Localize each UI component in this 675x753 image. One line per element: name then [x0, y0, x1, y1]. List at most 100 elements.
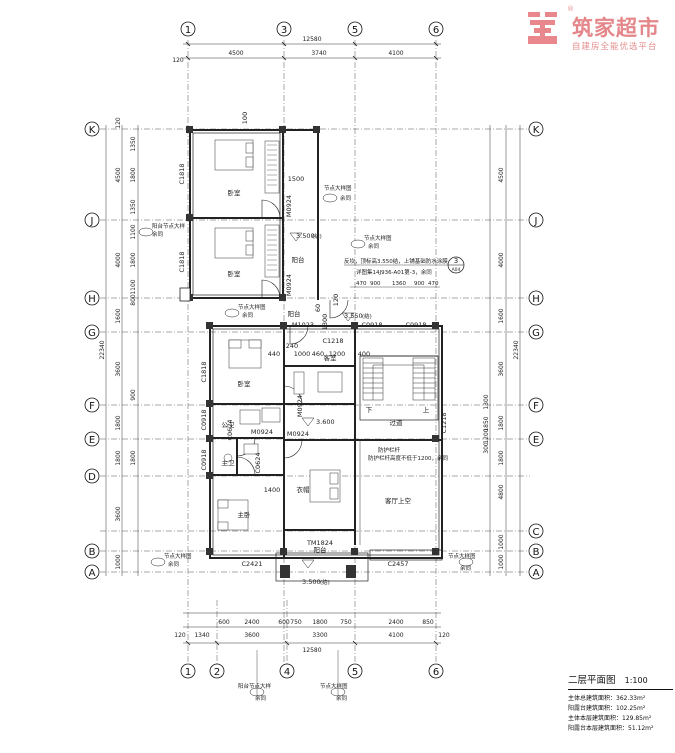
dim-top-3: 3740	[311, 50, 326, 57]
svg-text:(结): (结)	[312, 232, 322, 240]
room-master-bath: 主卫	[222, 458, 236, 467]
svg-text:余同: 余同	[336, 694, 348, 702]
room-closet: 衣帽	[297, 485, 311, 494]
dim-left-inner-1: 1350	[130, 136, 137, 151]
tag-c1818-b: C1818	[178, 251, 186, 272]
tag-c1218-a: C1218	[322, 337, 343, 345]
dim-right-total: 22340	[513, 340, 520, 359]
dim-bot1-3: 3600	[244, 632, 259, 639]
dim-120: 120	[332, 294, 340, 306]
axis-bubble-left-d: D	[84, 468, 100, 484]
dim-1300: 1300	[321, 314, 329, 331]
area-balcony-total: 阳露台建筑面积：102.25m²	[568, 705, 646, 712]
svg-text:J: J	[90, 216, 94, 227]
dim-460: 460	[312, 350, 324, 358]
svg-text:3: 3	[281, 25, 287, 36]
tag-c0624-a: C0624	[226, 419, 234, 440]
svg-text:余同: 余同	[255, 694, 267, 702]
tag-c1818-c: C1818	[200, 361, 208, 382]
axis-bubble-top-6: 6	[428, 21, 444, 37]
dim-left-4: 3600	[115, 361, 122, 376]
room-bedroom-2: 卧室	[228, 269, 242, 278]
dim-bot2-3: 600	[278, 619, 290, 626]
dim-left-inner-4: 1100	[130, 224, 137, 239]
dim-right-6: 1800	[498, 450, 505, 465]
tag-c1218-b: C1218	[440, 412, 448, 433]
staircase	[359, 357, 436, 545]
dim-left-total: 22340	[99, 340, 106, 359]
tag-c0624-b: C0624	[254, 452, 262, 473]
dim-right-3: 1600	[498, 308, 505, 323]
svg-text:3: 3	[454, 257, 458, 265]
area-balcony-floor: 阳露台本层建筑面积：51.12m²	[568, 725, 654, 732]
dim-top-2: 4500	[228, 50, 243, 57]
callout-node-4: 节点大样图 余同	[224, 303, 266, 319]
room-lounge: 客室	[324, 353, 338, 362]
dim-bot2-4: 750	[290, 619, 302, 626]
svg-text:E: E	[89, 435, 95, 446]
svg-text:(结): (结)	[320, 578, 330, 586]
svg-text:余同: 余同	[340, 194, 352, 202]
tag-m0924-a: M0924	[285, 195, 293, 217]
callout-node-7: 阳台节点大样 余同	[238, 682, 272, 702]
dim-bot2-6: 750	[340, 619, 352, 626]
dim-1400: 1400	[264, 486, 281, 494]
dim-left-1: 4500	[115, 167, 122, 182]
axis-bubble-top-1: 1	[180, 21, 196, 37]
svg-text:节点大样图: 节点大样图	[320, 682, 348, 690]
dim-bot2-2: 2400	[244, 619, 259, 626]
room-terrace-1: 阳台	[292, 255, 305, 264]
axis-bubble-top-5: 5	[347, 21, 363, 37]
svg-text:阳台节点大样: 阳台节点大样	[238, 682, 272, 690]
svg-text:E: E	[533, 435, 539, 446]
tag-c1818-a: C1818	[178, 163, 186, 184]
stair-up: 上	[423, 405, 430, 414]
svg-text:1: 1	[185, 667, 191, 678]
tag-tm1824: TM1824	[306, 539, 333, 547]
dim-left-inner-9: 900	[130, 389, 137, 401]
svg-text:A: A	[533, 568, 540, 579]
dim-top-1: 120	[172, 57, 184, 64]
dim-right-5: 1800	[498, 415, 505, 430]
room-bedroom-3: 卧室	[238, 379, 252, 388]
svg-text:(结): (结)	[362, 312, 372, 320]
dim-bot1-2: 1340	[194, 632, 209, 639]
level-mark-1: 3.500 (结)	[289, 232, 322, 242]
dimension-lines	[105, 43, 521, 644]
axis-bubble-bottom-6: 6	[428, 663, 444, 679]
tag-m0924-e: M0924	[287, 430, 309, 438]
axis-bubble-bottom-5: 5	[347, 663, 363, 679]
dim-left-7: 3600	[115, 506, 122, 521]
svg-text:6: 6	[433, 25, 439, 36]
dim-bot1-1: 120	[174, 632, 186, 639]
svg-text:A04: A04	[452, 267, 461, 273]
svg-text:余同: 余同	[152, 230, 164, 238]
svg-text:H: H	[532, 294, 540, 305]
dim-240: 240	[286, 342, 298, 350]
axis-bubble-right-j: J	[528, 212, 544, 228]
room-terrace-2: 阳台	[288, 309, 301, 318]
dim-left-2: 4000	[115, 252, 122, 267]
title-block: 二层平面图 1:100 主体总建筑面积：362.33m² 阳露台建筑面积：102…	[568, 668, 673, 734]
svg-text:K: K	[89, 125, 96, 136]
axis-bubble-right-h: H	[528, 290, 544, 306]
wardrobe-hatch	[267, 144, 277, 271]
axis-bubble-left-j: J	[84, 212, 100, 228]
tag-c0918-a: C0918	[361, 321, 382, 329]
dim-100: 100	[241, 112, 249, 124]
room-terrace-3: 阳台	[314, 545, 327, 554]
tag-m0924-b: M0924	[285, 274, 293, 296]
dim-bot2-5: 1800	[312, 619, 327, 626]
svg-text:余同: 余同	[368, 242, 380, 250]
svg-text:阳台节点大样: 阳台节点大样	[152, 222, 186, 230]
axis-bubble-left-h: H	[84, 290, 100, 306]
room-public-bath: 公卫	[222, 421, 236, 429]
note-slab: 反坎，顶标高3.550结，上铺基础防水涂膜	[344, 257, 448, 265]
tag-m0924-c: M0924	[296, 395, 304, 417]
axis-bubble-right-f: F	[528, 397, 544, 413]
furniture	[214, 139, 343, 531]
room-living-void: 客厅上空	[385, 496, 412, 505]
detail-callout: 3 A04	[447, 256, 465, 274]
dim-1000: 1000	[294, 350, 311, 358]
